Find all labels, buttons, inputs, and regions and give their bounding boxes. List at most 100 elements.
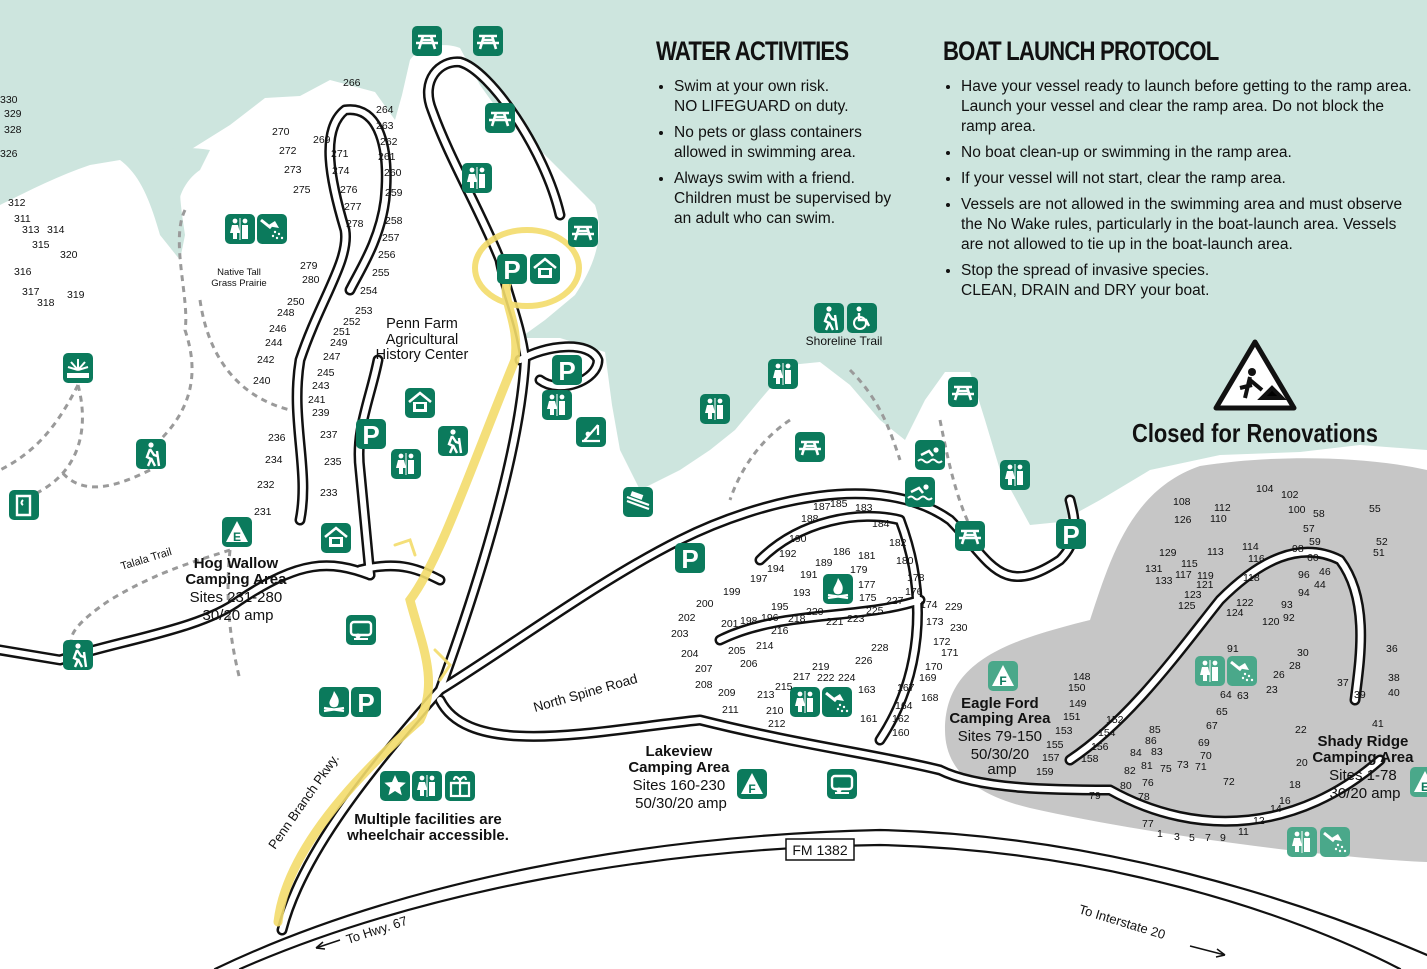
site-number: 121 [1196,579,1214,591]
site-number: 192 [779,548,797,560]
swimming-icon [905,477,935,507]
site-number: 228 [871,642,889,654]
site-number: 217 [793,671,811,683]
picnic-table-icon [485,103,515,133]
site-number: 245 [317,367,335,379]
site-number: 78 [1138,791,1150,803]
site-number: 212 [768,718,786,730]
site-number: 178 [907,572,925,584]
site-number: 80 [1120,780,1132,792]
site-number: 38 [1388,672,1400,684]
gift-shop-icon [445,771,475,801]
site-number: 152 [1106,714,1124,726]
hiking-icon [438,426,468,456]
site-number: 263 [376,120,394,132]
site-number: 200 [696,598,714,610]
site-number: 161 [860,713,878,725]
site-number: 183 [855,502,873,514]
site-number: 276 [340,184,358,196]
site-number: 153 [1055,725,1073,737]
site-number: 240 [253,375,271,387]
trails [0,209,992,681]
site-number: 254 [360,285,378,297]
site-number: 122 [1236,597,1254,609]
picnic-table-icon [955,521,985,551]
campfire-icon [319,687,349,717]
restroom-icon [700,394,730,424]
site-number: 148 [1073,671,1091,683]
site-number: 257 [382,232,400,244]
site-number: 187 [813,501,831,513]
picnic-table-icon [473,26,503,56]
rule-item: If your vessel will not start, clear the… [961,169,1423,189]
site-number: 201 [721,618,739,630]
site-number: 20 [1296,757,1308,769]
site-number: 167 [897,682,915,694]
rule-item: Stop the spread of invasive species.CLEA… [961,261,1423,301]
site-number: 59 [1309,536,1321,548]
site-number: 60 [1307,552,1319,564]
site-number: 162 [892,713,910,725]
rule-item: Swim at your own risk.NO LIFEGUARD on du… [674,77,906,117]
site-number: 120 [1262,616,1280,628]
site-number: 96 [1298,569,1310,581]
site-number: 329 [4,108,22,120]
site-number: 224 [838,672,856,684]
site-number: 91 [1227,643,1239,655]
site-number: 116 [1248,553,1265,565]
site-number: 129 [1159,547,1177,559]
site-number: 155 [1046,739,1064,751]
site-number: 247 [323,351,341,363]
restroom-icon [1287,827,1317,857]
site-number: 113 [1207,546,1224,558]
picnic-table-icon [412,26,442,56]
site-number: 93 [1281,599,1293,611]
site-number: 227 [886,595,904,607]
parking-icon: P [1056,519,1086,550]
site-number: 277 [344,201,362,213]
site-number: 243 [312,380,330,392]
site-number: 23 [1266,684,1278,696]
site-number: 244 [265,337,283,349]
site-number: 223 [847,613,865,625]
site-number: 241 [308,394,326,406]
picnic-table-icon [948,377,978,407]
site-number: 160 [892,727,910,739]
svg-text:P: P [503,255,520,285]
site-number: 124 [1226,607,1244,619]
site-number: 151 [1063,711,1081,723]
rule-item: Have your vessel ready to launch before … [961,77,1423,137]
restroom-icon [391,449,421,479]
site-number: 328 [4,124,22,136]
shower-icon [1320,827,1350,857]
site-number: 117 [1175,569,1192,581]
rule-item: Vessels are not allowed in the swimming … [961,195,1423,255]
site-number: 156 [1091,741,1109,753]
site-number: 199 [723,586,741,598]
site-number: 258 [385,215,403,227]
site-number: 63 [1237,690,1249,702]
site-number: 271 [331,148,349,160]
site-number: 215 [775,681,793,693]
site-number: 326 [0,148,18,160]
restroom-building-icon [9,490,39,520]
svg-text:F: F [999,674,1006,688]
site-number: 46 [1319,566,1331,578]
fm-1382-sign [785,838,855,861]
site-number: 209 [718,687,736,699]
camping-f-icon: F [988,661,1018,691]
site-number: 52 [1376,536,1388,548]
site-number: 69 [1198,737,1210,749]
site-number: 275 [293,184,311,196]
site-number: 225 [866,605,884,617]
site-number: 184 [872,518,890,530]
site-number: 315 [32,239,50,251]
shelter-icon [321,523,351,553]
site-number: 123 [1184,589,1202,601]
shelter-icon [530,254,560,284]
restroom-icon [225,214,255,244]
site-number: 30 [1297,647,1309,659]
site-number: 108 [1173,496,1191,508]
